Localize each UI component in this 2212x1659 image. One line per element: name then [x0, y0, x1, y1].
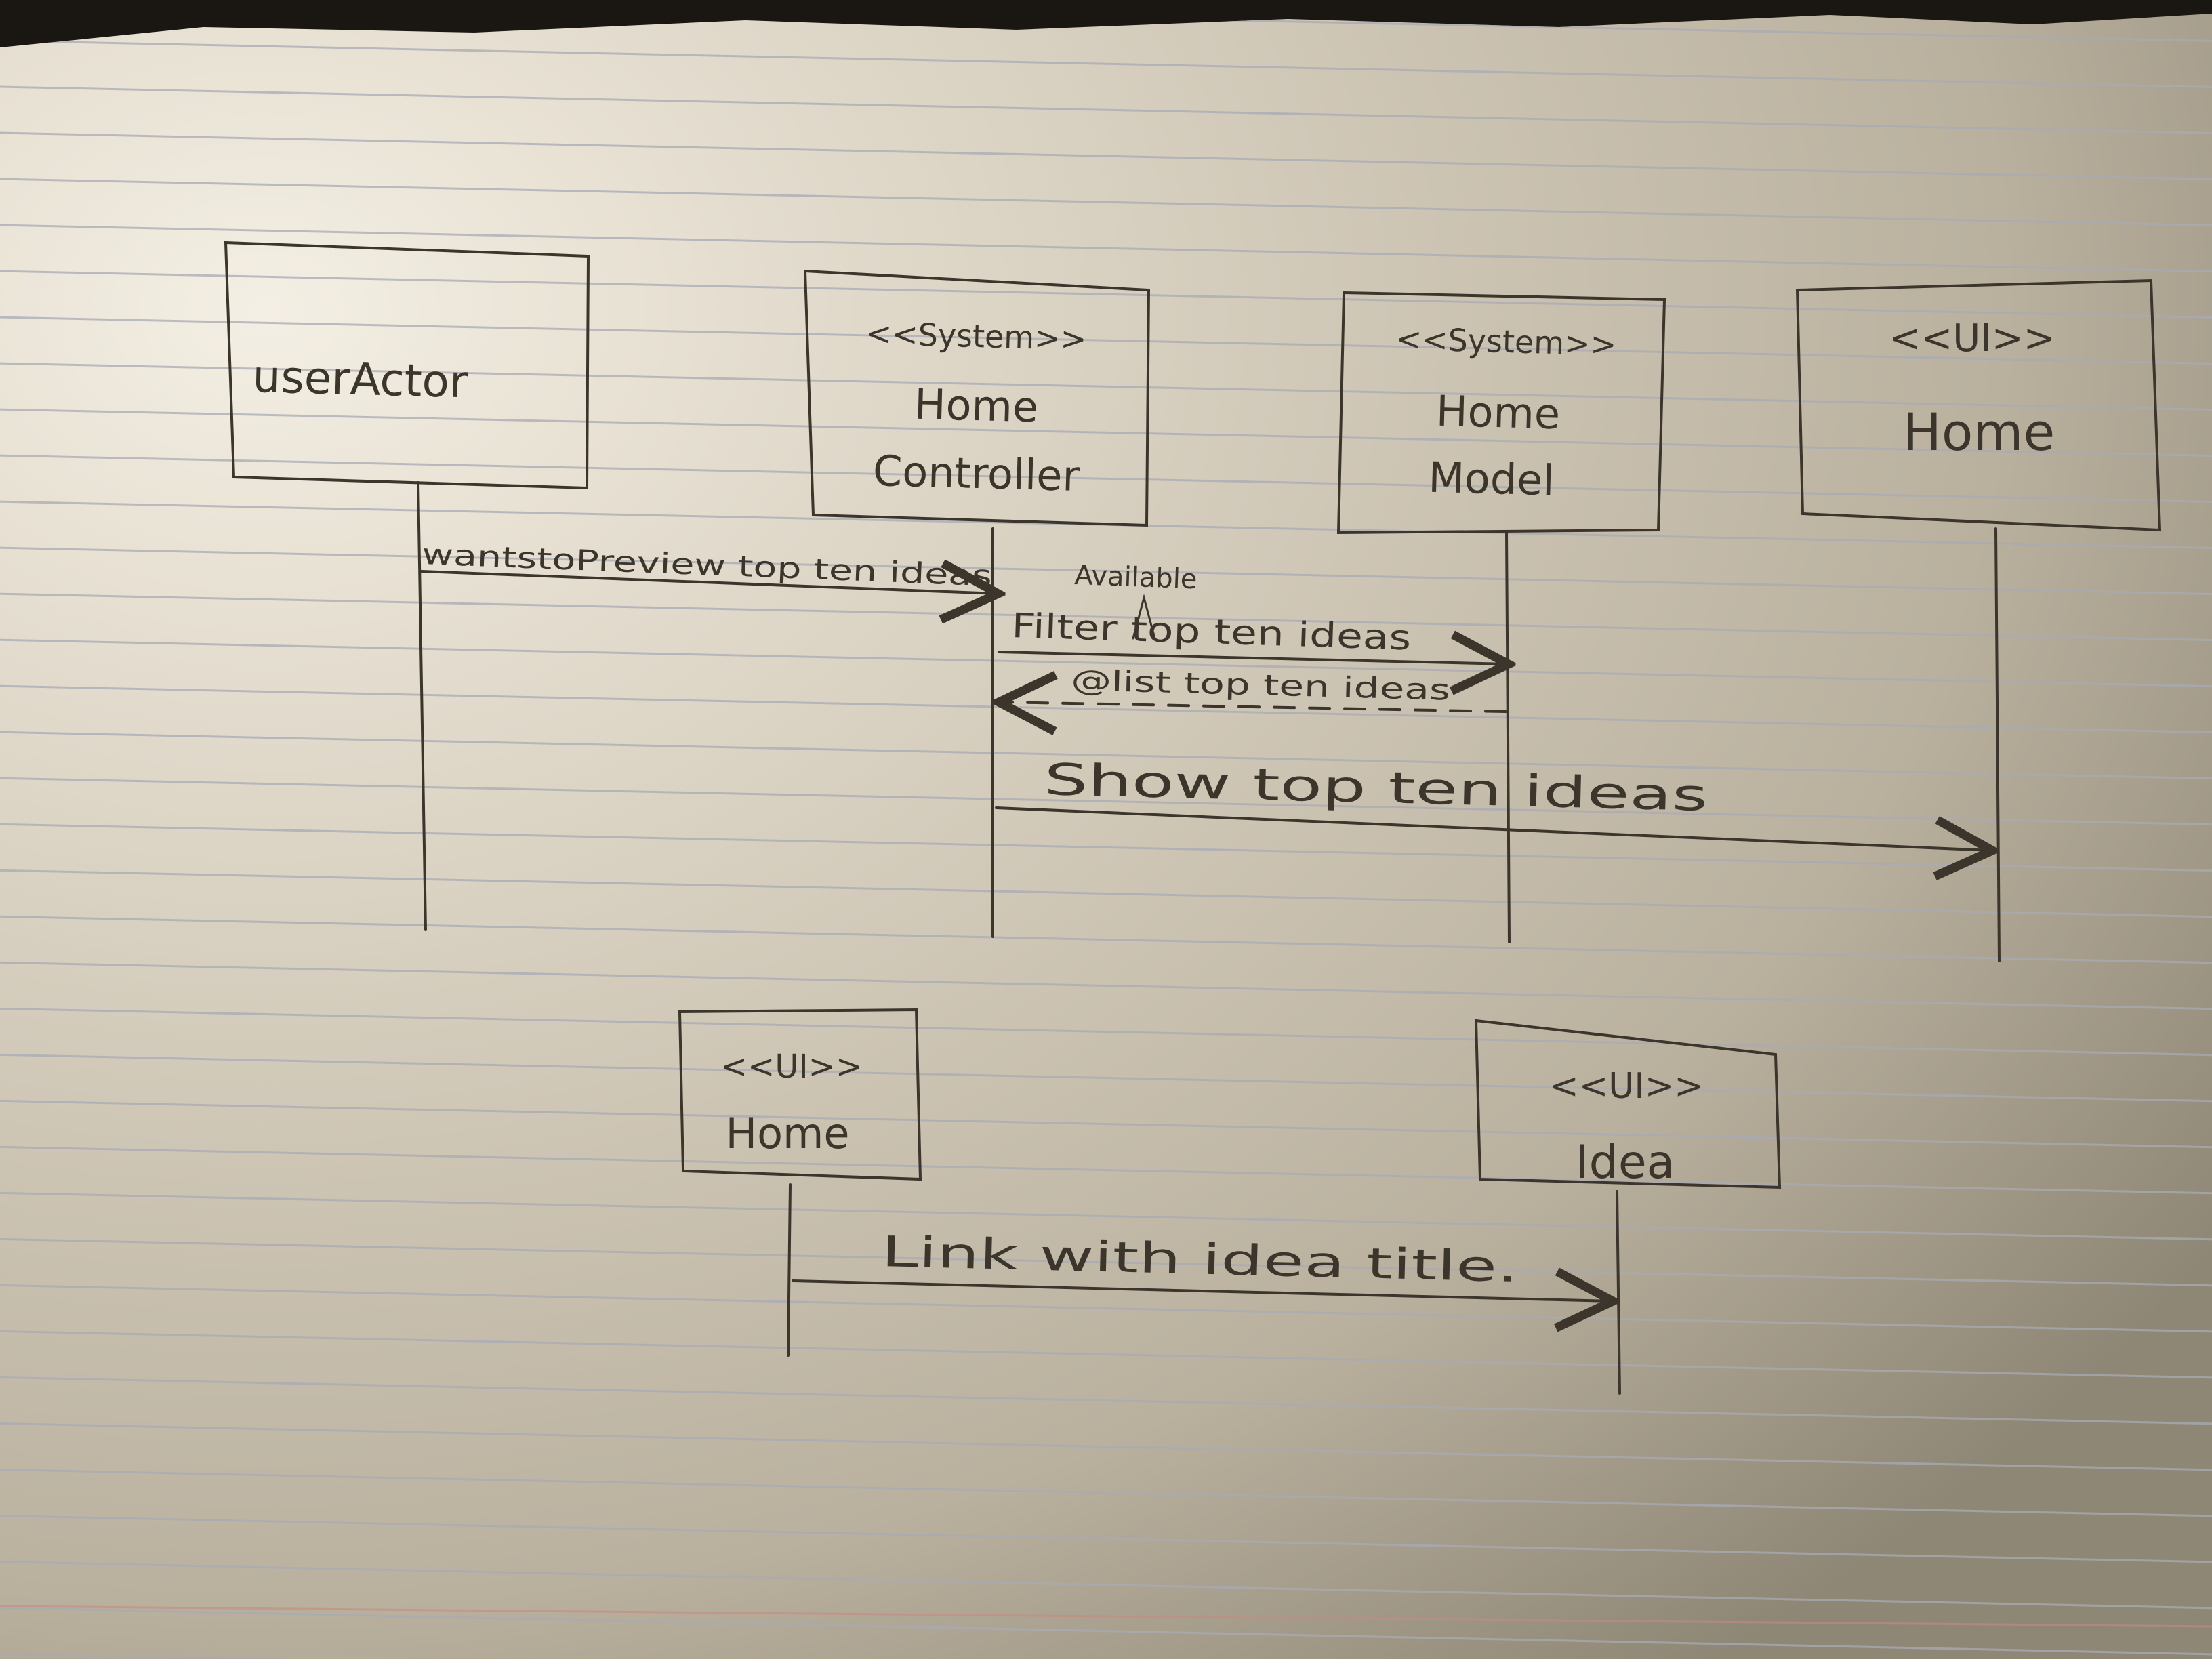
message-line-4	[995, 806, 1992, 851]
paper-sheet	[0, 14, 2212, 1659]
lifeline-box-home2	[678, 1008, 922, 1181]
lifeline-stereotype-model: <<System>>	[1395, 321, 1617, 363]
sequence-diagram-2	[678, 1008, 1782, 1395]
margin-line	[0, 1605, 2212, 1628]
lifeline-home2	[787, 1183, 792, 1357]
message-line-3	[999, 702, 1507, 712]
lifeline-box-home-ui	[1795, 279, 2162, 532]
lifeline-stereotype-home-ui: <<UI>>	[1889, 316, 2055, 361]
lifeline-label-home-ui: Home	[1903, 402, 2055, 462]
lifeline-label-idea: Idea	[1576, 1136, 1675, 1189]
insert-caret	[1132, 594, 1156, 640]
lifeline-user	[417, 481, 427, 931]
message-line-1	[420, 571, 998, 594]
lifeline-box-model	[1336, 291, 1666, 535]
lifeline-stereotype-controller: <<System>>	[865, 315, 1087, 358]
lifeline-label-model-1: Home	[1435, 386, 1561, 439]
lifeline-home-ui	[1994, 527, 2001, 962]
lifeline-box-controller	[803, 269, 1151, 527]
lifeline-label-controller-2: Controller	[872, 446, 1080, 501]
lifeline-label-user: userActor	[252, 350, 469, 408]
lifeline-label-controller-1: Home	[914, 380, 1039, 432]
lifeline-label-model-2: Model	[1428, 453, 1555, 506]
sequence-diagram	[224, 241, 2162, 962]
lifeline-stereotype-home2: <<UI>>	[720, 1048, 863, 1086]
lifeline-model	[1505, 531, 1511, 943]
message-line-5	[792, 1281, 1613, 1301]
lifeline-box-user	[224, 241, 590, 490]
lifeline-stereotype-idea: <<UI>>	[1549, 1066, 1704, 1107]
lifeline-box-idea	[1474, 1019, 1782, 1189]
lifeline-label-home2: Home	[725, 1109, 849, 1158]
message-line-2	[998, 652, 1509, 664]
message-annotation-2: Available	[1074, 560, 1198, 595]
